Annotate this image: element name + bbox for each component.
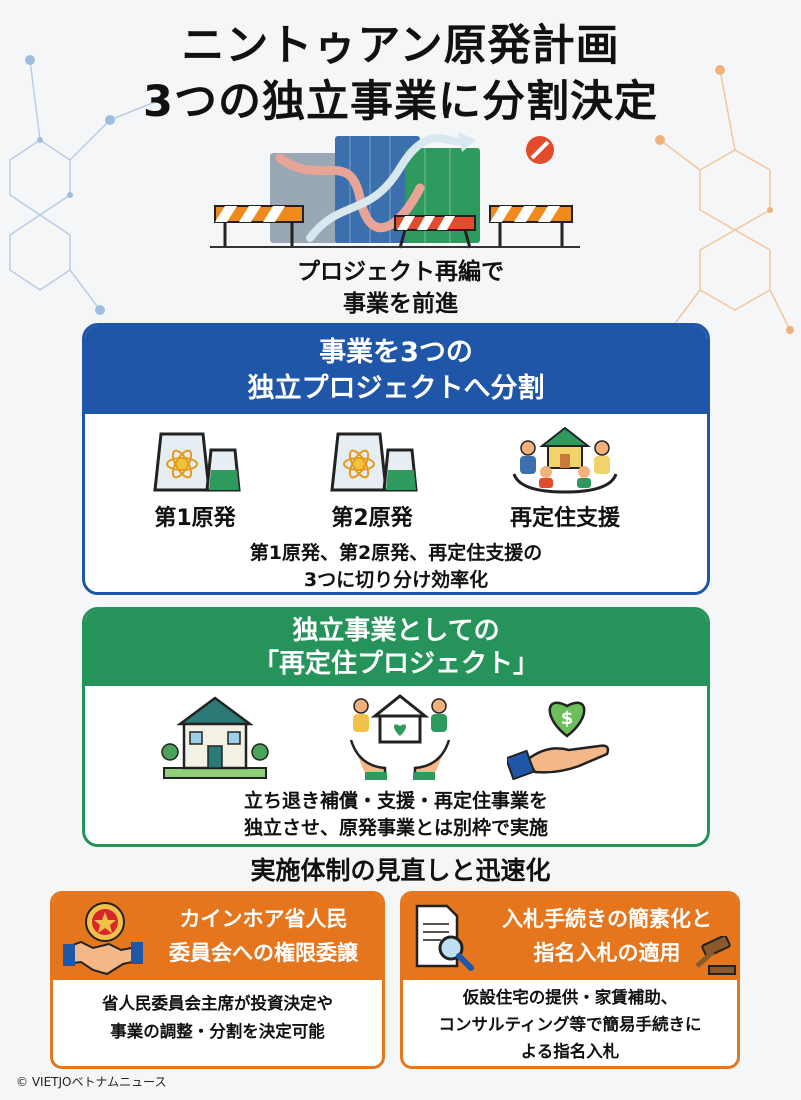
split-projects-panel-header: 事業を3つの 独立プロジェクトへ分割	[85, 326, 707, 414]
project-label-plant-2: 第2原発	[331, 506, 413, 531]
authority-delegation-header: カインホア省人民 委員会への権限委譲	[53, 894, 382, 980]
project-item-resettlement: 再定住支援	[490, 424, 640, 532]
split-panel-text-line-1: 第1原発、第2原発、再定住支援の	[249, 542, 543, 564]
bidding-simplification-body: 仮設住宅の提供・家賃補助、 コンサルティング等で簡易手続きに よる指名入札	[403, 980, 737, 1065]
authority-title-line-1: カインホア省人民	[179, 907, 348, 931]
bidding-simplification-header: 入札手続きの簡素化と 指名入札の適用	[403, 894, 737, 980]
page-title: ニントゥアン原発計画 3つの独立事業に分割決定	[0, 18, 801, 130]
hand-receiving-money-icon: $	[507, 701, 610, 780]
authority-body-line-1: 省人民委員会主席が投資決定や	[102, 994, 333, 1013]
split-panel-title-line-2: 独立プロジェクトへ分割	[247, 373, 545, 404]
authority-delegation-title: カインホア省人民 委員会への権限委譲	[146, 902, 381, 970]
split-panel-text-line-2: 3つに切り分け効率化	[303, 569, 489, 591]
house-icon	[161, 696, 269, 779]
authority-delegation-body: 省人民委員会主席が投資決定や 事業の調整・分割を決定可能	[53, 980, 382, 1046]
gavel-icon	[695, 936, 736, 975]
resettlement-community-icon	[512, 426, 618, 494]
project-item-plant-1: 第1原発	[135, 424, 255, 532]
split-panel-title-line-1: 事業を3つの	[319, 337, 473, 368]
resettlement-icons: $	[85, 688, 707, 780]
resettlement-panel-text-line-2: 独立させ、原発事業とは別枠で実施	[243, 817, 548, 839]
vietnam-emblem-icon	[85, 902, 125, 942]
bidding-title-line-2: 指名入札の適用	[533, 941, 681, 965]
bidding-body-line-3: よる指名入札	[520, 1042, 620, 1061]
bidding-body-line-2: コンサルティング等で簡易手続きに	[438, 1015, 702, 1034]
project-item-plant-2: 第2原発	[312, 424, 432, 532]
resettlement-project-panel: 独立事業としての 「再定住プロジェクト」 $	[82, 607, 710, 847]
hero-caption-line-2: 事業を前進	[343, 291, 458, 317]
svg-text:$: $	[561, 708, 574, 729]
handshake-icon	[63, 940, 143, 976]
authority-title-line-2: 委員会への権限委譲	[169, 941, 358, 965]
copyright-notice: © VIETJOベトナムニュース	[16, 1075, 167, 1089]
project-label-resettlement: 再定住支援	[509, 506, 620, 531]
section-title: 実施体制の見直しと迅速化	[250, 856, 551, 885]
split-panel-description: 第1原発、第2原発、再定住支援の 3つに切り分け効率化	[85, 540, 707, 592]
document-search-icon	[415, 904, 474, 971]
bidding-body-line-1: 仮設住宅の提供・家賃補助、	[462, 988, 678, 1007]
authority-delegation-box: カインホア省人民 委員会への権限委譲 省人民委員会主席が投資決定や 事業の調整・…	[50, 891, 385, 1069]
bidding-simplification-box: 入札手続きの簡素化と 指名入札の適用 仮設住宅の提供・家賃補助、 コンサルティン…	[400, 891, 740, 1069]
title-line-2: 3つの独立事業に分割決定	[143, 77, 658, 127]
resettlement-panel-header: 独立事業としての 「再定住プロジェクト」	[85, 610, 707, 686]
bidding-title-line-1: 入札手続きの簡素化と	[502, 907, 712, 931]
nuclear-plant-icon	[330, 432, 418, 492]
nuclear-plant-icon	[153, 432, 241, 492]
resettlement-panel-text-line-1: 立ち退き補償・支援・再定住事業を	[243, 790, 548, 812]
resettlement-panel-description: 立ち退き補償・支援・再定住事業を 独立させ、原発事業とは別枠で実施	[85, 788, 707, 842]
hero-caption: プロジェクト再編で 事業を前進	[0, 256, 801, 320]
project-label-plant-1: 第1原発	[154, 506, 236, 531]
authority-body-line-2: 事業の調整・分割を決定可能	[110, 1022, 325, 1041]
resettlement-panel-title-line-2: 「再定住プロジェクト」	[252, 649, 539, 679]
resettlement-panel-title-line-1: 独立事業としての	[292, 616, 500, 646]
split-projects-panel: 事業を3つの 独立プロジェクトへ分割 第1原発	[82, 323, 710, 595]
project-restructure-illustration	[210, 132, 580, 249]
title-line-1: ニントゥアン原発計画	[181, 21, 620, 71]
hero-caption-line-1: プロジェクト再編で	[297, 259, 504, 285]
hands-holding-house-icon	[349, 694, 451, 780]
bidding-simplification-title: 入札手続きの簡素化と 指名入札の適用	[481, 902, 733, 970]
